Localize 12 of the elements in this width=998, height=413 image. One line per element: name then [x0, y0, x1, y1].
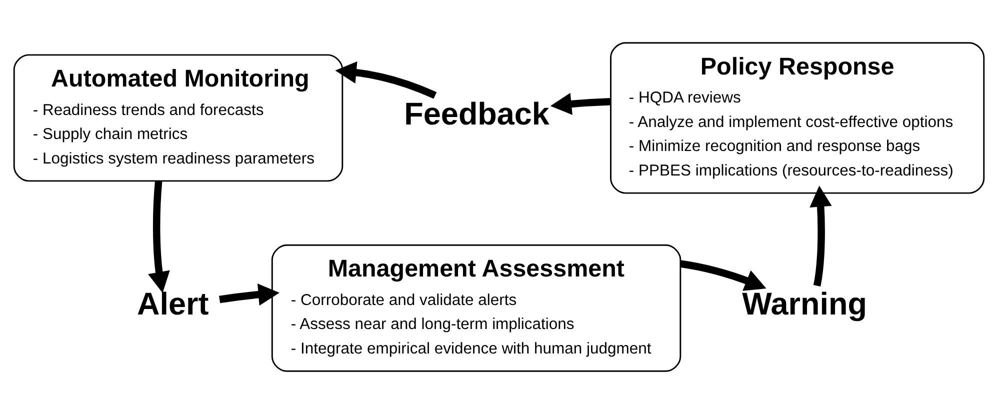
node-text: Feedback	[404, 94, 550, 131]
arrow	[335, 60, 437, 98]
node-text: Warning	[742, 285, 867, 322]
node-box: Automated Monitoring - Readiness trends and forecasts - Supply chain metrics - Logistics system readiness parameters	[13, 54, 344, 182]
arrow	[550, 92, 611, 114]
arrow	[810, 185, 832, 286]
node-text: Alert	[137, 285, 209, 322]
arrow	[219, 283, 280, 306]
node-box: Policy Response - HQDA reviews - Analyze and implement cost-effective options - Minimize recognition and response bags - PPBES implications (resources-to-readiness)	[610, 42, 985, 194]
arrow	[148, 180, 170, 292]
arrow	[680, 260, 766, 290]
node-box: Management Assessment - Corroborate and validate alerts - Assess near and long-term implications - Integrate empirical evidence with human judgment	[271, 244, 682, 372]
